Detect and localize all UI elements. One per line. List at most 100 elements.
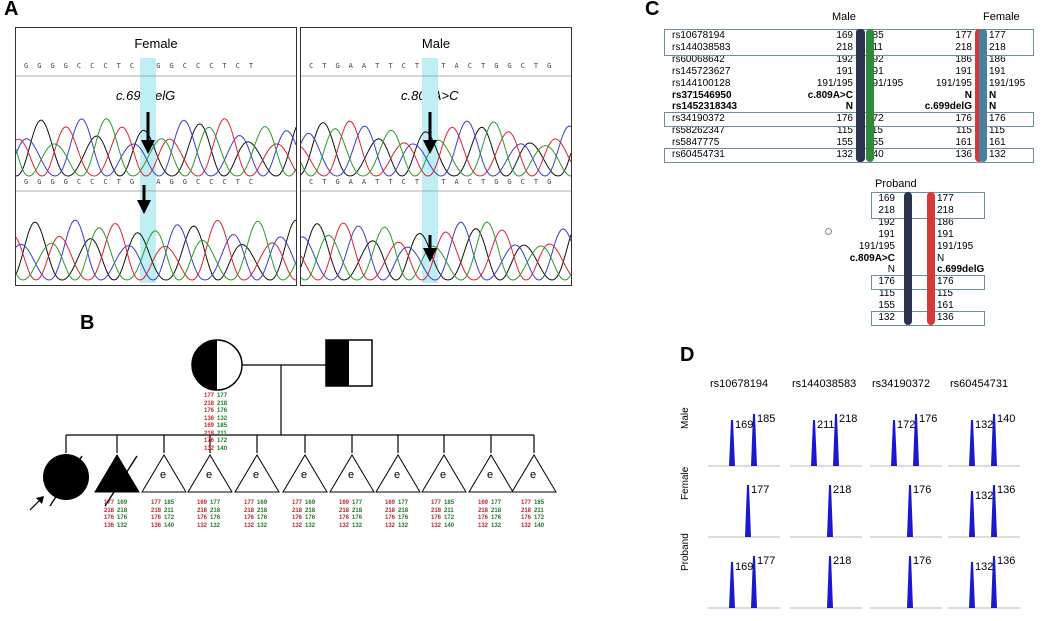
c-female-allele-1: N (964, 89, 972, 101)
male-arrow-bottom (423, 235, 437, 262)
male-trace-top-blue (301, 120, 571, 177)
female-trace-top-red (16, 118, 296, 177)
d-peak-label: 136 (997, 555, 1015, 567)
child-haplotype-paternal-allele: 211 (444, 507, 454, 514)
embryo-e-label: e (160, 469, 167, 481)
c-male-allele-1: N (845, 101, 853, 113)
panel-label-b: B (80, 312, 95, 334)
child-haplotype-maternal-allele: 176 (292, 515, 303, 521)
child-haplotype-maternal-allele: 132 (521, 522, 532, 529)
d-peak-label: 177 (751, 484, 769, 496)
child-haplotype-maternal-allele: 218 (478, 507, 489, 514)
child-haplotype-maternal-allele: 176 (385, 515, 396, 521)
female-title: Female (134, 36, 178, 51)
c-proband-allele-paternal: c.699delG (937, 264, 985, 276)
pregnancy-symbol (282, 454, 328, 493)
mother-allele: 132 (217, 415, 228, 422)
male-trace-bottom-blue (301, 221, 571, 281)
male-trace-bottom-green (301, 221, 571, 281)
d-peak (969, 491, 975, 537)
embryo-e-label: e (206, 469, 213, 481)
d-peak-label: 218 (833, 555, 851, 567)
c-rs-id: rs60068642 (672, 53, 725, 65)
c-proband-allele-paternal: 115 (937, 288, 953, 300)
d-peak-label: 218 (839, 413, 857, 425)
pregnancy-symbol (468, 454, 514, 493)
child-haplotype-paternal-allele: 140 (164, 522, 175, 529)
child-haplotype-paternal-allele: 176 (117, 515, 128, 521)
c-proband-bar-maternal (904, 192, 912, 325)
child-haplotype-maternal-allele: 177 (292, 500, 303, 506)
child-haplotype-maternal-allele: 176 (104, 515, 115, 521)
child-haplotype-paternal-allele: 140 (444, 522, 455, 529)
c-proband-label: Proband (875, 178, 917, 190)
child-haplotype-paternal-allele: 176 (398, 515, 409, 521)
child-haplotype-paternal-allele: 132 (117, 522, 128, 529)
c-proband-allele-maternal: N (887, 264, 895, 276)
female-trace-top-black (16, 119, 296, 177)
d-peak (969, 420, 975, 466)
proband-arrowhead (36, 496, 44, 504)
c-proband-allele-maternal: 192 (878, 216, 895, 228)
c-female-allele-1: 186 (955, 53, 972, 65)
c-female-allele-2: 132 (989, 149, 1006, 160)
c-proband-allele-paternal: 191/195 (937, 240, 974, 252)
female-arrow-top (141, 112, 155, 154)
father-allele: 218 (204, 430, 215, 437)
child-haplotype-maternal-allele: 218 (292, 507, 303, 514)
child-haplotype-maternal-allele: 218 (104, 507, 115, 514)
c-male-allele-1: c.809A>C (807, 89, 853, 101)
c-female-allele-1: 191 (955, 65, 972, 77)
panel-label-c: C (645, 0, 660, 20)
pregnancy-symbol (329, 454, 375, 493)
child-haplotype-paternal-allele: 185 (444, 500, 455, 506)
embryo-e-label: e (301, 469, 308, 481)
d-peak-label: 169 (735, 419, 753, 431)
c-proband-allele-maternal: 132 (878, 312, 895, 323)
child-haplotype-paternal-allele: 177 (210, 500, 221, 506)
c-proband-allele-maternal: 115 (879, 288, 895, 300)
d-column-label: rs10678194 (710, 378, 769, 390)
c-female-allele-1: 161 (955, 137, 972, 149)
child-haplotype-paternal-allele: 218 (117, 507, 128, 514)
d-peak (751, 556, 757, 608)
mother-allele: 177 (217, 393, 228, 399)
mother-allele: 176 (217, 408, 228, 414)
c-male-allele-2: 185 (867, 30, 884, 41)
c-female-allele-2: 177 (989, 30, 1006, 41)
c-male-allele-1: 155 (836, 137, 853, 149)
child-haplotype-paternal-allele: 211 (164, 507, 174, 514)
child-haplotype-paternal-allele: 172 (444, 515, 455, 521)
panel-label-d: D (680, 344, 695, 366)
c-proband-allele-paternal: N (937, 252, 945, 264)
c-rs-id: rs145723627 (672, 65, 731, 77)
child-haplotype-paternal-allele: 176 (352, 515, 363, 521)
d-peak-label: 140 (997, 413, 1015, 425)
c-boxed-block (664, 148, 1034, 163)
child-haplotype-maternal-allele: 136 (104, 522, 115, 529)
d-peak (827, 556, 833, 608)
child-haplotype-paternal-allele: 218 (305, 507, 316, 514)
child-haplotype-maternal-allele: 132 (244, 522, 255, 529)
father-allele: 211 (217, 430, 227, 437)
child-haplotype-paternal-allele: 211 (534, 507, 544, 514)
c-female-allele-1: 177 (955, 30, 972, 41)
embryo-e-label: e (394, 469, 401, 481)
c-female-allele-2: 176 (989, 113, 1006, 125)
female-seq-top: G G G G C C C T C A G G C C C T C T (24, 62, 256, 70)
pregnancy-symbol (234, 454, 280, 493)
d-column-label: rs60454731 (950, 378, 1009, 390)
embryo-e-label: e (530, 469, 537, 481)
c-male-allele-1: 169 (836, 30, 853, 41)
d-peak-label: 218 (833, 484, 851, 496)
pregnancy-symbol (141, 454, 187, 493)
male-highlight (422, 58, 438, 283)
c-rs-id: rs144100128 (672, 77, 731, 89)
child-haplotype-maternal-allele: 176 (521, 515, 532, 521)
child-haplotype-paternal-allele: 176 (305, 515, 316, 521)
